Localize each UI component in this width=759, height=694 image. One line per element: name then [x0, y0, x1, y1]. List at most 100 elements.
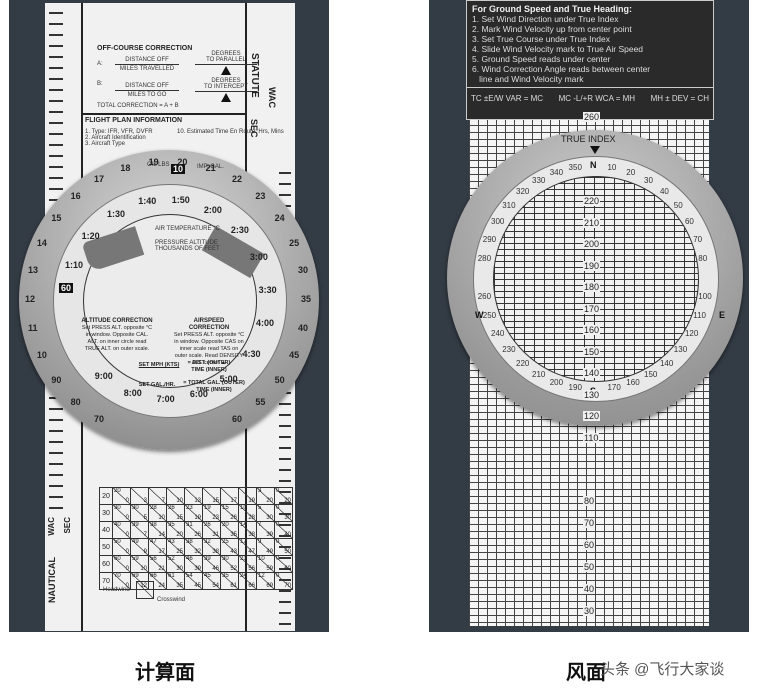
time-scale-label: 1:30 [106, 208, 125, 219]
mph-formula-right: = DIST. (OUTER)TIME (INNER) [187, 360, 231, 373]
instruction-step: 5. Ground Speed reads under center [472, 54, 611, 64]
flight-plan-title: FLIGHT PLAN INFORMATION [85, 117, 183, 124]
oil-lbs-label: OIL LBS [147, 162, 170, 168]
legend-cell [136, 581, 154, 599]
wind-component-cell: 17 [220, 487, 239, 505]
air-temp-label: AIR TEMPERATURE °C [155, 226, 220, 232]
gal-formula-right: = TOTAL GAL. (OUTER)TIME (INNER) [183, 380, 245, 393]
outer-scale-number: 55 [255, 396, 266, 407]
outer-scale-number: 90 [51, 375, 62, 386]
instruction-step: 1. Set Wind Direction under True Index [472, 14, 619, 24]
outer-scale-number: 25 [289, 237, 300, 248]
statute-label: STATUTE [249, 53, 260, 98]
compass-degree-label: 220 [516, 358, 530, 368]
grid-speed-label: 180 [583, 282, 601, 292]
compass-degree-label: 20 [626, 167, 636, 177]
wind-speed-header: 40 [99, 521, 113, 539]
outer-scale-number: 10 [36, 350, 47, 361]
outer-scale-number: 80 [70, 396, 81, 407]
formula-wca: MC -L/+R WCA = MH [558, 94, 636, 103]
compass-degree-label: 350 [568, 162, 582, 172]
a-label: A: [97, 61, 103, 67]
wind-speed-header: 60 [99, 555, 113, 573]
outer-scale-number: 50 [274, 375, 285, 386]
outer-scale-number: 17 [94, 174, 105, 185]
flight-plan-item: 1. Type: IFR, VFR, DVFR [85, 129, 153, 135]
time-scale-label: 2:30 [230, 224, 249, 235]
index-60-box: 60 [59, 283, 74, 293]
instructions-box: For Ground Speed and True Heading: 1. Se… [466, 0, 714, 120]
true-index-label: TRUE INDEX [561, 134, 616, 144]
grid-speed-label: 120 [583, 411, 601, 421]
b-label: B: [97, 81, 103, 87]
compass-degree-label: 80 [698, 253, 708, 263]
instructions-title: For Ground Speed and True Heading: [472, 4, 633, 14]
wind-component-cell: 13 [184, 487, 203, 505]
headwind-legend: Headwind [103, 587, 130, 593]
compass-degree-label: 160 [626, 378, 640, 388]
north-marker: N [590, 160, 597, 170]
east-marker: E [719, 310, 726, 320]
grid-speed-label: 130 [583, 389, 601, 400]
lower-grid-speed-label: 70 [583, 518, 596, 528]
compass-degree-label: 280 [477, 253, 492, 263]
grid-speed-label: 190 [583, 260, 601, 271]
outer-scale-number: 19 [148, 156, 159, 167]
outer-scale-number: 40 [297, 322, 308, 333]
outer-scale-number: 15 [51, 212, 62, 223]
time-scale-label: 1:40 [138, 196, 157, 207]
wind-component-cell: 7 [148, 487, 167, 505]
outer-scale-number: 16 [70, 191, 81, 202]
nautical-label: NAUTICAL [47, 557, 57, 603]
lower-grid-speed-label: 50 [583, 562, 596, 572]
time-scale-label: 4:00 [256, 318, 275, 329]
outer-scale-number: 21 [205, 162, 216, 173]
pressure-altitude-label: PRESSURE ALTITUDE THOUSANDS OF FEET [155, 240, 220, 252]
grid-speed-label: 170 [583, 303, 601, 314]
outer-scale-number: 60 [232, 413, 243, 424]
time-scale-label: 3:30 [258, 284, 277, 295]
instruction-step: 3. Set True Course under True Index [472, 34, 610, 44]
total-correction: TOTAL CORRECTION = A + B [97, 103, 179, 109]
time-scale-label: 8:00 [123, 387, 142, 398]
outer-scale-number: 70 [94, 413, 105, 424]
time-scale-label: 9:00 [94, 370, 113, 381]
compass-degree-label: 130 [673, 344, 688, 354]
time-scale-label: 4:30 [242, 348, 261, 359]
compass-degree-label: 230 [502, 344, 516, 354]
compass-degree-label: 170 [607, 383, 621, 393]
wind-table-row: 7070069126624613554454554356124661269070 [99, 572, 293, 590]
grid-speed-label: 260 [583, 112, 601, 122]
crosswind-legend: Crosswind [157, 597, 186, 603]
compass-degree-label: 320 [516, 187, 530, 197]
compass-degree-label: 300 [491, 217, 505, 226]
formula-dev: MH ± DEV = CH [650, 94, 709, 103]
